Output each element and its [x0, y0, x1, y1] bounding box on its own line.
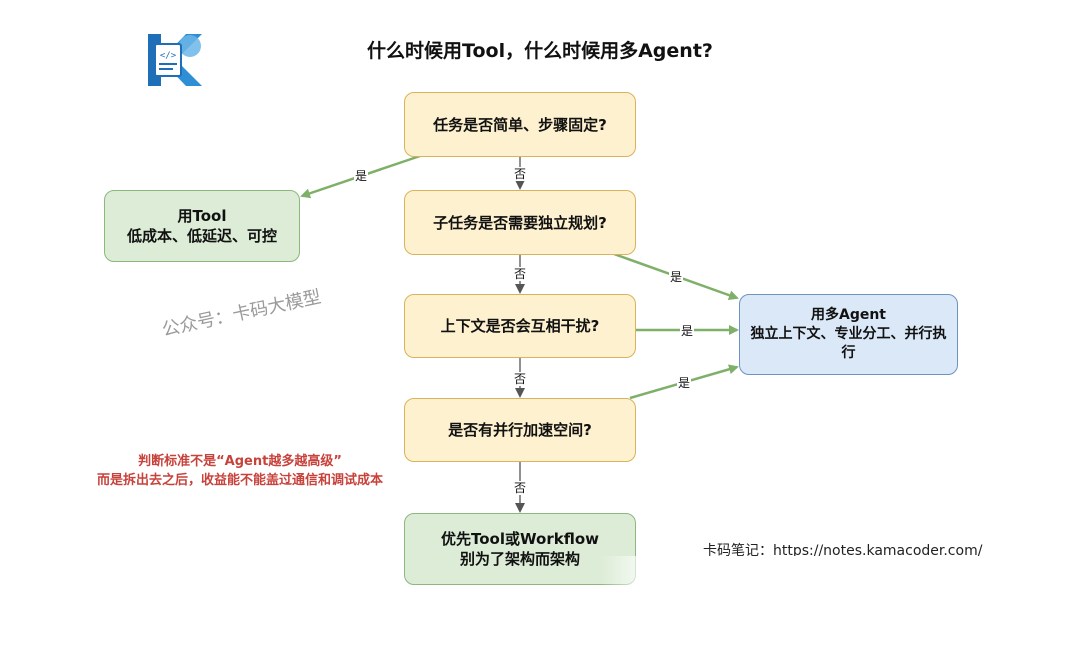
kamacoder-logo-icon: </>	[148, 34, 202, 86]
decision-task-simple-label: 任务是否简单、步骤固定?	[433, 115, 607, 134]
edge-label-q4-agent: 是	[677, 376, 692, 390]
decision-subtask-planning: 子任务是否需要独立规划?	[404, 190, 636, 255]
decision-parallel-speedup-label: 是否有并行加速空间?	[448, 421, 592, 439]
result-use-multi-agent: 用多Agent 独立上下文、专业分工、并行执 行	[739, 294, 958, 375]
result-use-tool: 用Tool 低成本、低延迟、可控	[104, 190, 300, 262]
decision-task-simple: 任务是否简单、步骤固定?	[404, 92, 636, 157]
edge-label-q1-tool: 是	[354, 169, 369, 183]
result-multi-agent-desc: 独立上下文、专业分工、并行执	[750, 326, 947, 342]
edge-label-q3-agent: 是	[680, 324, 695, 338]
criteria-note-line1: 判断标准不是“Agent越多越高级”	[138, 454, 342, 469]
decision-parallel-speedup: 是否有并行加速空间?	[404, 398, 636, 462]
svg-text:</>: </>	[160, 51, 177, 61]
decision-subtask-planning-label: 子任务是否需要独立规划?	[433, 213, 607, 232]
edge-label-q1-q2: 否	[513, 167, 528, 181]
edge-label-q4-workflow: 否	[513, 481, 528, 495]
footer-source: 卡码笔记：https://notes.kamacoder.com/	[703, 543, 983, 559]
result-prefer-tool-workflow: 优先Tool或Workflow 别为了架构而架构	[404, 513, 636, 585]
criteria-note: 判断标准不是“Agent越多越高级” 而是拆出去之后，收益能不能盖过通信和调试成…	[40, 452, 440, 490]
result-use-tool-title: 用Tool	[177, 207, 227, 225]
edge-label-q3-q4: 否	[513, 372, 528, 386]
decision-context-interference-label: 上下文是否会互相干扰?	[440, 317, 600, 335]
result-workflow-desc: 别为了架构而架构	[459, 550, 580, 568]
edge-label-q2-agent: 是	[669, 270, 684, 284]
edge-label-q2-q3: 否	[513, 267, 528, 281]
result-multi-agent-title: 用多Agent	[810, 307, 886, 323]
result-use-tool-desc: 低成本、低延迟、可控	[126, 227, 277, 245]
diagram-title: 什么时候用Tool，什么时候用多Agent?	[367, 40, 713, 62]
result-workflow-title: 优先Tool或Workflow	[441, 530, 599, 548]
decision-context-interference: 上下文是否会互相干扰?	[404, 294, 636, 358]
result-multi-agent-desc-wrap: 行	[841, 345, 856, 361]
blur-overlay	[600, 556, 1080, 648]
criteria-note-line2: 而是拆出去之后，收益能不能盖过通信和调试成本	[96, 473, 383, 488]
